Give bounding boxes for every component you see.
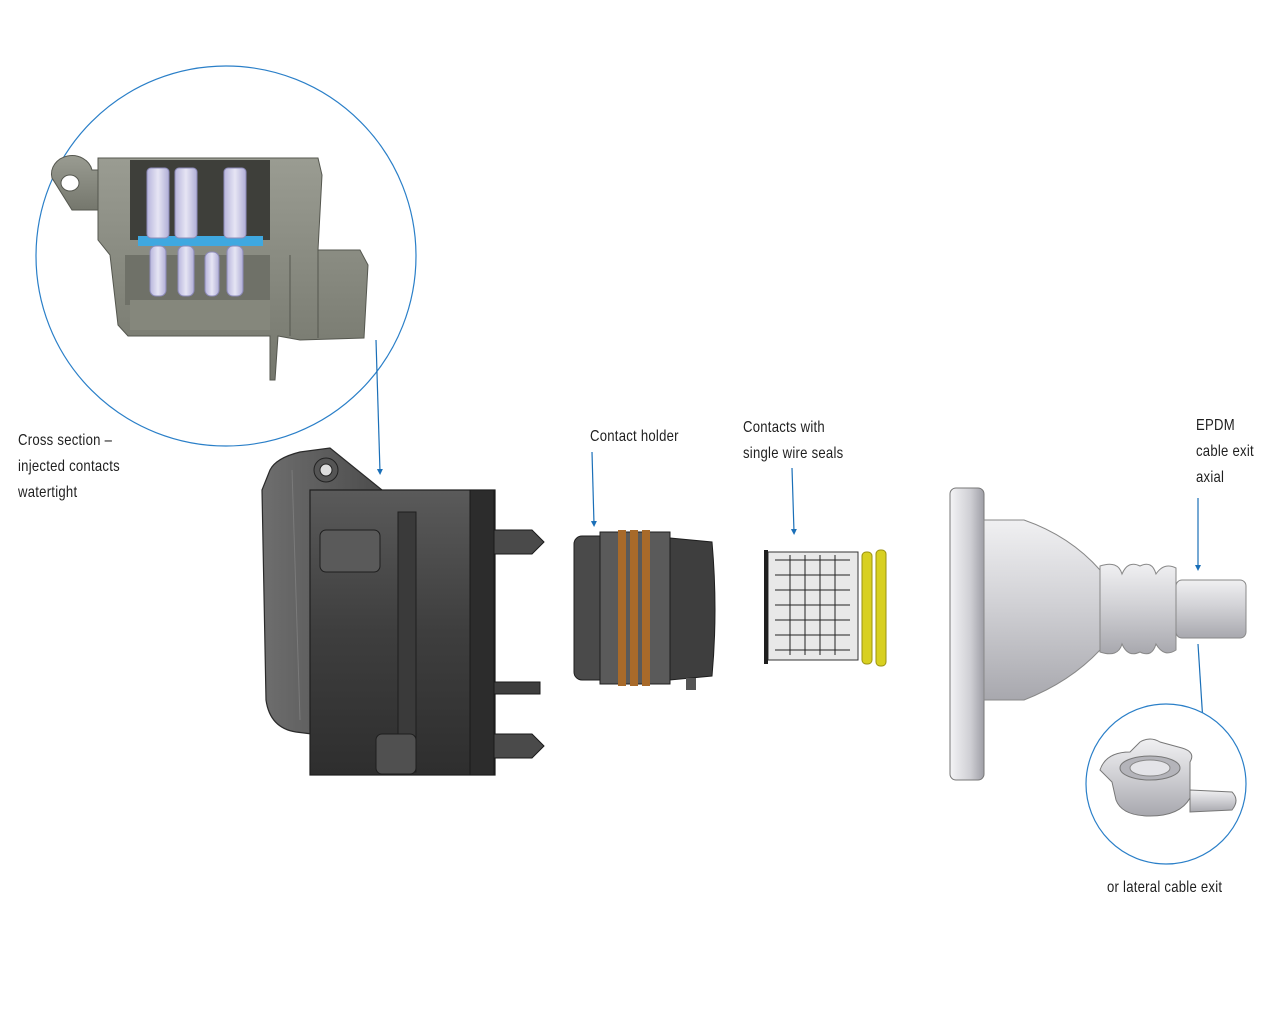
lateral-exit-label-text: or lateral cable exit bbox=[1107, 879, 1223, 896]
cross-section-label-line-1: Cross section – bbox=[18, 432, 113, 449]
contact-holder bbox=[573, 530, 716, 690]
cross-section-label-line-3: watertight bbox=[18, 484, 78, 501]
epdm-label-line-2: cable exit bbox=[1196, 443, 1254, 460]
section-contacts bbox=[146, 167, 247, 297]
contact-holder-pointer bbox=[590, 451, 597, 527]
contact-holder-label-text: Contact holder bbox=[590, 428, 679, 445]
contacts-pointer bbox=[790, 467, 797, 535]
epdm-label: EPDM cable exit axial bbox=[1196, 413, 1254, 491]
cross-section-callout bbox=[35, 65, 417, 447]
lateral-exit-label: or lateral cable exit bbox=[1107, 875, 1222, 901]
contacts-label-line-2: single wire seals bbox=[743, 445, 844, 462]
epdm-axial-exit bbox=[949, 487, 1247, 781]
lateral-exit-callout bbox=[1085, 703, 1247, 865]
epdm-label-line-1: EPDM bbox=[1196, 417, 1235, 434]
cross-section-image bbox=[51, 155, 369, 381]
contacts-with-seals bbox=[764, 549, 887, 667]
contacts-label-line-1: Contacts with bbox=[743, 419, 825, 436]
contacts-label: Contacts with single wire seals bbox=[743, 415, 843, 467]
cross-section-pointer bbox=[375, 339, 383, 475]
receptacle-housing bbox=[261, 447, 545, 776]
lateral-exit-image bbox=[1099, 738, 1237, 817]
epdm-label-line-3: axial bbox=[1196, 469, 1225, 486]
cross-section-label: Cross section – injected contacts watert… bbox=[18, 428, 120, 506]
contact-holder-label: Contact holder bbox=[590, 424, 679, 450]
cross-section-label-line-2: injected contacts bbox=[18, 458, 120, 475]
